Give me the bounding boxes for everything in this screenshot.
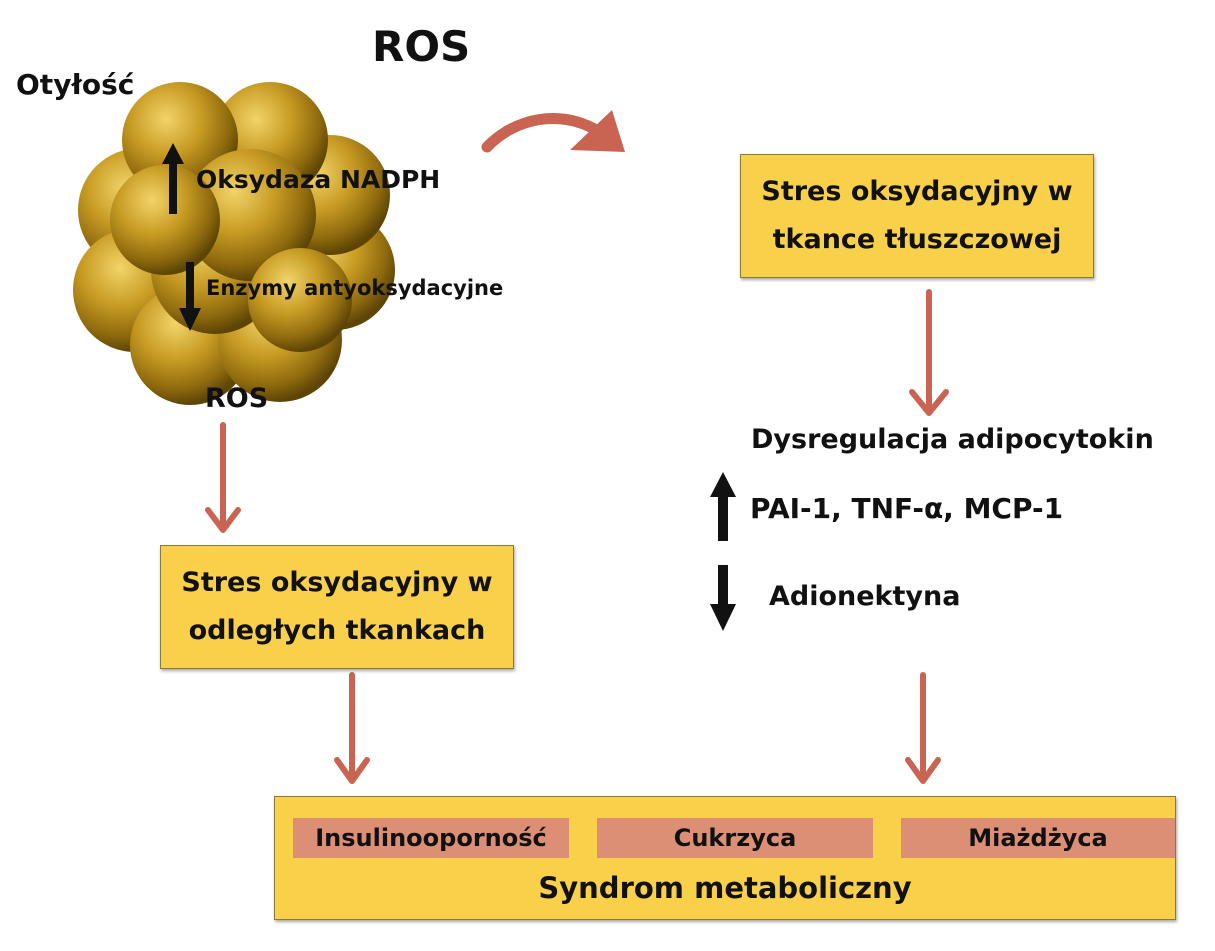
up-markers-label: PAI-1, TNF-α, MCP-1 — [750, 492, 1064, 525]
arrow-dysregulation-to-syndrome — [905, 672, 941, 784]
antioxidant-enzymes-label: Enzymy antyoksydacyjne — [206, 276, 504, 300]
adiponectin-label: Adionektyna — [769, 581, 961, 612]
metabolic-syndrome-box: Insulinooporność Cukrzyca Miażdżyca Synd… — [274, 796, 1176, 920]
ros-top-label: ROS — [372, 22, 471, 71]
curved-arrow-icon — [481, 110, 625, 153]
up-arrow-icon — [162, 143, 184, 214]
obesity-label: Otyłość — [16, 68, 135, 101]
nadph-oxidase-label: Oksydaza NADPH — [196, 165, 441, 194]
down-arrow-icon — [179, 262, 201, 331]
up-arrow-icon — [710, 472, 736, 541]
condition-insulin-resistance: Insulinooporność — [293, 818, 569, 858]
condition-atherosclerosis: Miażdżyca — [901, 818, 1175, 858]
box-distant-stress-text: Stres oksydacyjny w odległych tkankach — [181, 567, 493, 646]
dysregulation-label: Dysregulacja adipocytokin — [751, 424, 1154, 455]
arrow-cell-to-distant — [205, 422, 241, 533]
arrow-adipose-to-dysregulation — [909, 289, 949, 416]
metabolic-syndrome-title: Syndrom metaboliczny — [538, 871, 912, 905]
down-arrow-icon — [710, 565, 736, 631]
ros-cell-label: ROS — [205, 383, 269, 414]
box-adipose-stress: Stres oksydacyjny w tkance tłuszczowej — [740, 154, 1094, 278]
box-distant-stress: Stres oksydacyjny w odległych tkankach — [160, 545, 514, 669]
box-adipose-stress-text: Stres oksydacyjny w tkance tłuszczowej — [761, 176, 1073, 255]
condition-diabetes: Cukrzyca — [597, 818, 873, 858]
fat-cell-cluster-icon — [73, 82, 395, 405]
arrow-distant-to-syndrome — [334, 672, 370, 784]
